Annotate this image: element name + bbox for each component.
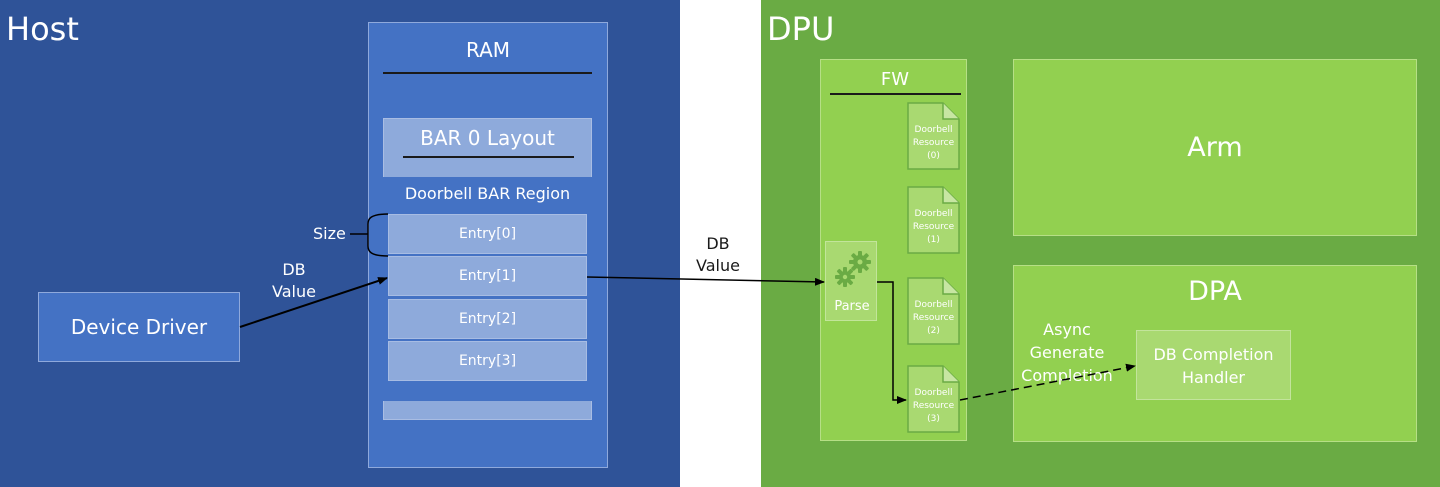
- doorbell-resource-3-line2: Resource: [912, 401, 955, 411]
- doorbell-resource-2: Doorbell Resource (2): [907, 277, 960, 345]
- bar-entry-3: Entry[3]: [388, 341, 587, 381]
- document-icon: [907, 102, 960, 174]
- doorbell-resource-0-line3: (0): [927, 151, 940, 161]
- doorbell-resource-2-line3: (2): [927, 326, 940, 336]
- doorbell-resource-3-line1: Doorbell: [914, 388, 953, 398]
- bar-entry-1: Entry[1]: [388, 256, 587, 296]
- async-label-line2: Generate: [1029, 343, 1105, 362]
- ram-title-underline: [383, 72, 592, 74]
- doorbell-resource-0-line1: Doorbell: [914, 125, 953, 135]
- size-label: Size: [313, 224, 346, 243]
- arrow-resource3-to-handler: [959, 363, 1136, 401]
- doorbell-resource-1-line3: (1): [927, 235, 940, 245]
- dpa-title: DPA: [1188, 275, 1242, 307]
- bar0-title-underline: [403, 156, 574, 158]
- bar0-layout-title: BAR 0 Layout: [420, 126, 555, 150]
- doorbell-resource-0-line2: Resource: [912, 138, 955, 148]
- db-completion-handler-line1: DB Completion: [1153, 345, 1274, 364]
- document-icon: [907, 186, 960, 258]
- doorbell-resource-3-line3: (3): [927, 414, 940, 424]
- fw-title: FW: [880, 68, 910, 90]
- doorbell-resource-2-line1: Doorbell: [914, 300, 953, 310]
- host-db-value-label-line1: DB: [282, 260, 306, 279]
- parse-box: Parse: [825, 241, 877, 321]
- document-icon: [907, 365, 960, 437]
- arrow-entry1-to-parse: [586, 276, 825, 286]
- cross-db-value-label-line2: Value: [696, 256, 740, 275]
- arm-box: Arm: [1013, 59, 1417, 236]
- dpu-title: DPU: [767, 10, 835, 48]
- doorbell-resource-1-line2: Resource: [912, 222, 955, 232]
- document-icon: [907, 277, 960, 349]
- doorbell-resource-1: Doorbell Resource (1): [907, 186, 960, 254]
- bar-entry-2: Entry[2]: [388, 299, 587, 339]
- parse-label: Parse: [834, 298, 870, 314]
- doorbell-resource-0: Doorbell Resource (0): [907, 102, 960, 170]
- fw-title-underline: [830, 93, 961, 95]
- host-title: Host: [6, 10, 79, 48]
- doorbell-resource-2-line2: Resource: [912, 313, 955, 323]
- async-label-line1: Async: [1043, 320, 1091, 339]
- bar-entry-0: Entry[0]: [388, 214, 587, 254]
- db-completion-handler-line2: Handler: [1182, 368, 1245, 387]
- doorbell-resource-1-line1: Doorbell: [914, 209, 953, 219]
- host-db-value-label-line2: Value: [272, 282, 316, 301]
- arrow-driver-to-entry1: [239, 277, 388, 328]
- ram-title: RAM: [465, 38, 511, 62]
- db-completion-handler-box: DB Completion Handler: [1136, 330, 1291, 400]
- doorbell-bar-region-label: Doorbell BAR Region: [404, 183, 571, 203]
- async-label-line3: Completion: [1021, 366, 1113, 385]
- cross-db-value-label-line1: DB: [706, 234, 730, 253]
- doorbell-resource-3: Doorbell Resource (3): [907, 365, 960, 433]
- device-driver-box: Device Driver: [38, 292, 240, 362]
- arrow-parse-to-resource3: [877, 281, 907, 404]
- size-bracket: [367, 213, 389, 257]
- gears-icon: [830, 248, 874, 292]
